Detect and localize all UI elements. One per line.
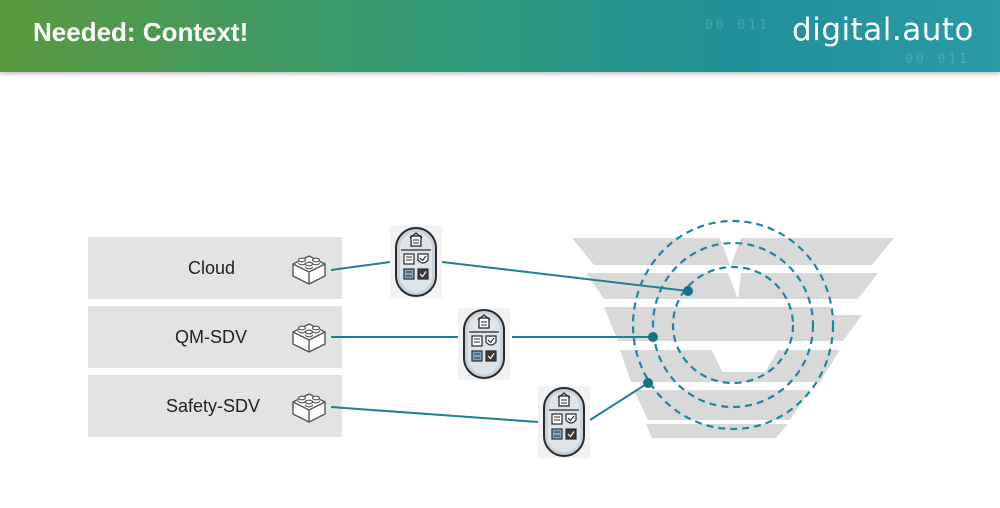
- layer-label: QM-SDV: [175, 327, 247, 347]
- layer-label: Cloud: [188, 258, 236, 278]
- connector-cloud-left: [330, 261, 391, 271]
- slide-title: Needed: Context!: [33, 17, 249, 47]
- lego-brick-icon: [292, 255, 326, 285]
- connector-cloud-right: [441, 261, 689, 292]
- context-ring-inner: [671, 265, 795, 385]
- layer-label: Safety-SDV: [166, 396, 261, 416]
- connection-dot-cloud: [683, 286, 693, 296]
- lego-brick-icon: [292, 323, 326, 353]
- connector-lines: [330, 261, 689, 423]
- binary-decoration: 00 011: [705, 18, 770, 33]
- digital-auto-logo: digital.auto: [792, 12, 974, 48]
- connector-safety-left: [330, 406, 539, 423]
- context-badge-icon: [389, 225, 443, 299]
- v-logo-icon: [572, 238, 894, 438]
- context-ring-outer: [631, 219, 835, 431]
- context-rings: [631, 219, 835, 431]
- slide-header: 00 011 00 011 Needed: Context! digital.a…: [0, 0, 1000, 72]
- binary-decoration: 00 011: [905, 52, 970, 67]
- lego-brick-icon: [292, 393, 326, 423]
- context-badge-icon: [457, 307, 511, 381]
- connector-safety-right: [589, 382, 649, 421]
- context-badge-icon: [537, 385, 591, 459]
- context-ring-middle: [651, 241, 815, 409]
- connection-dot-safety: [643, 378, 653, 388]
- connection-dot-qm: [648, 332, 658, 342]
